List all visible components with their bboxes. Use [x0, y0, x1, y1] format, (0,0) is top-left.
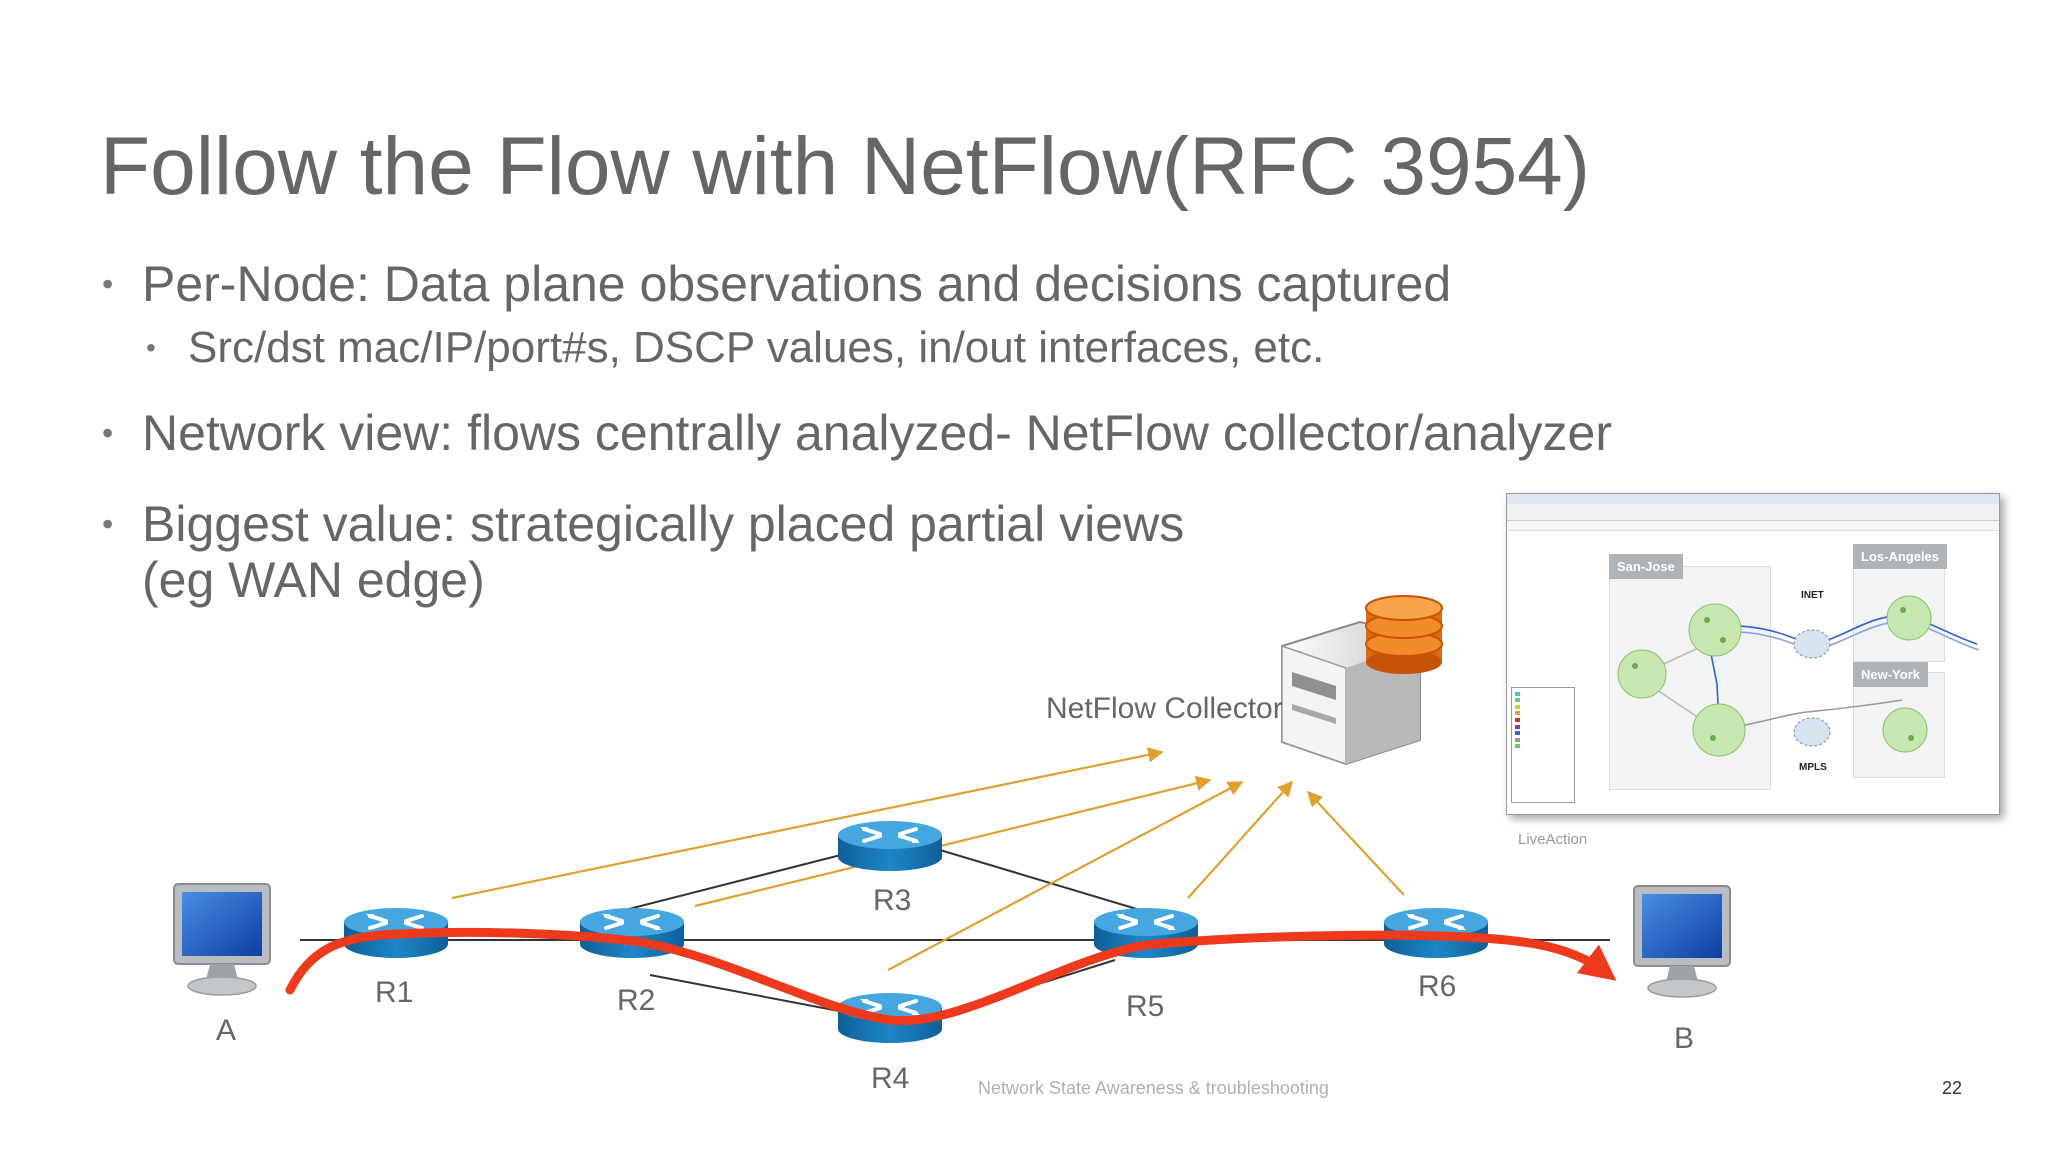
bullet-per-node: • Per-Node: Data plane observations and …	[102, 256, 1452, 312]
bullet-glyph: •	[102, 506, 114, 542]
link-r2-r3	[624, 844, 881, 911]
export-arrow-r2	[694, 775, 1212, 908]
bullet-text: Per-Node: Data plane observations and de…	[142, 256, 1452, 312]
link-r2-r4	[649, 974, 861, 1016]
screenshot-caption: LiveAction	[1518, 831, 1588, 848]
label-r1: R1	[375, 976, 413, 1009]
router-icon-r3	[836, 819, 944, 873]
site-label-los-angeles: Los-Angeles	[1853, 544, 1948, 569]
sub-bullet-fields: • Src/dst mac/IP/port#s, DSCP values, in…	[146, 320, 1325, 376]
bullet-glyph: •	[102, 266, 114, 302]
export-arrow-r1	[451, 747, 1164, 900]
label-r3: R3	[873, 884, 911, 917]
bullet-biggest-value: • Biggest value: strategically placed pa…	[102, 496, 1185, 608]
label-r2: R2	[617, 984, 655, 1017]
bullet-text: Biggest value: strategically placed part…	[142, 496, 1185, 552]
monitor-icon-a	[173, 883, 271, 996]
slide-title: Follow the Flow with NetFlow(RFC 3954)	[100, 121, 1591, 212]
monitor-icon-b	[1633, 885, 1731, 998]
bullet-glyph: •	[146, 332, 156, 363]
link-r3-r5	[939, 849, 1141, 911]
cloud-label-mpls: MPLS	[1799, 762, 1827, 773]
export-arrow-r5	[1187, 780, 1294, 899]
label-host-a: A	[216, 1014, 236, 1047]
label-r5: R5	[1126, 990, 1164, 1023]
flow-path-a-to-b	[285, 927, 1617, 1026]
label-r4: R4	[871, 1062, 909, 1095]
page-number: 22	[1942, 1078, 1963, 1098]
site-label-new-york: New-York	[1853, 662, 1928, 687]
bullet-text: Src/dst mac/IP/port#s, DSCP values, in/o…	[188, 323, 1325, 372]
label-r6: R6	[1418, 970, 1456, 1003]
bullet-network-view: • Network view: flows centrally analyzed…	[102, 405, 1612, 461]
bullet-text-continued: (eg WAN edge)	[142, 552, 485, 608]
screenshot-legend	[1511, 687, 1575, 803]
export-arrow-r6	[1306, 790, 1405, 896]
label-host-b: B	[1674, 1022, 1694, 1055]
bullet-text: Network view: flows centrally analyzed- …	[142, 405, 1612, 461]
screenshot-topology	[1617, 595, 1980, 757]
site-label-san-jose: San-Jose	[1609, 554, 1683, 579]
database-icon	[1365, 595, 1443, 674]
collector-label: NetFlow Collector	[1046, 692, 1283, 725]
screenshot-toolbar	[1507, 504, 1999, 521]
cloud-label-inet: INET	[1801, 590, 1824, 601]
screenshot-searchbar	[1507, 521, 1999, 531]
netflow-export-arrows	[451, 747, 1405, 971]
slide-footer: Network State Awareness & troubleshootin…	[978, 1078, 1329, 1098]
screenshot-menubar	[1507, 494, 1999, 504]
liveaction-screenshot: San-Jose Los-Angeles New-York	[1506, 493, 2000, 815]
export-arrow-r4	[887, 781, 1244, 971]
bullet-glyph: •	[102, 415, 114, 451]
